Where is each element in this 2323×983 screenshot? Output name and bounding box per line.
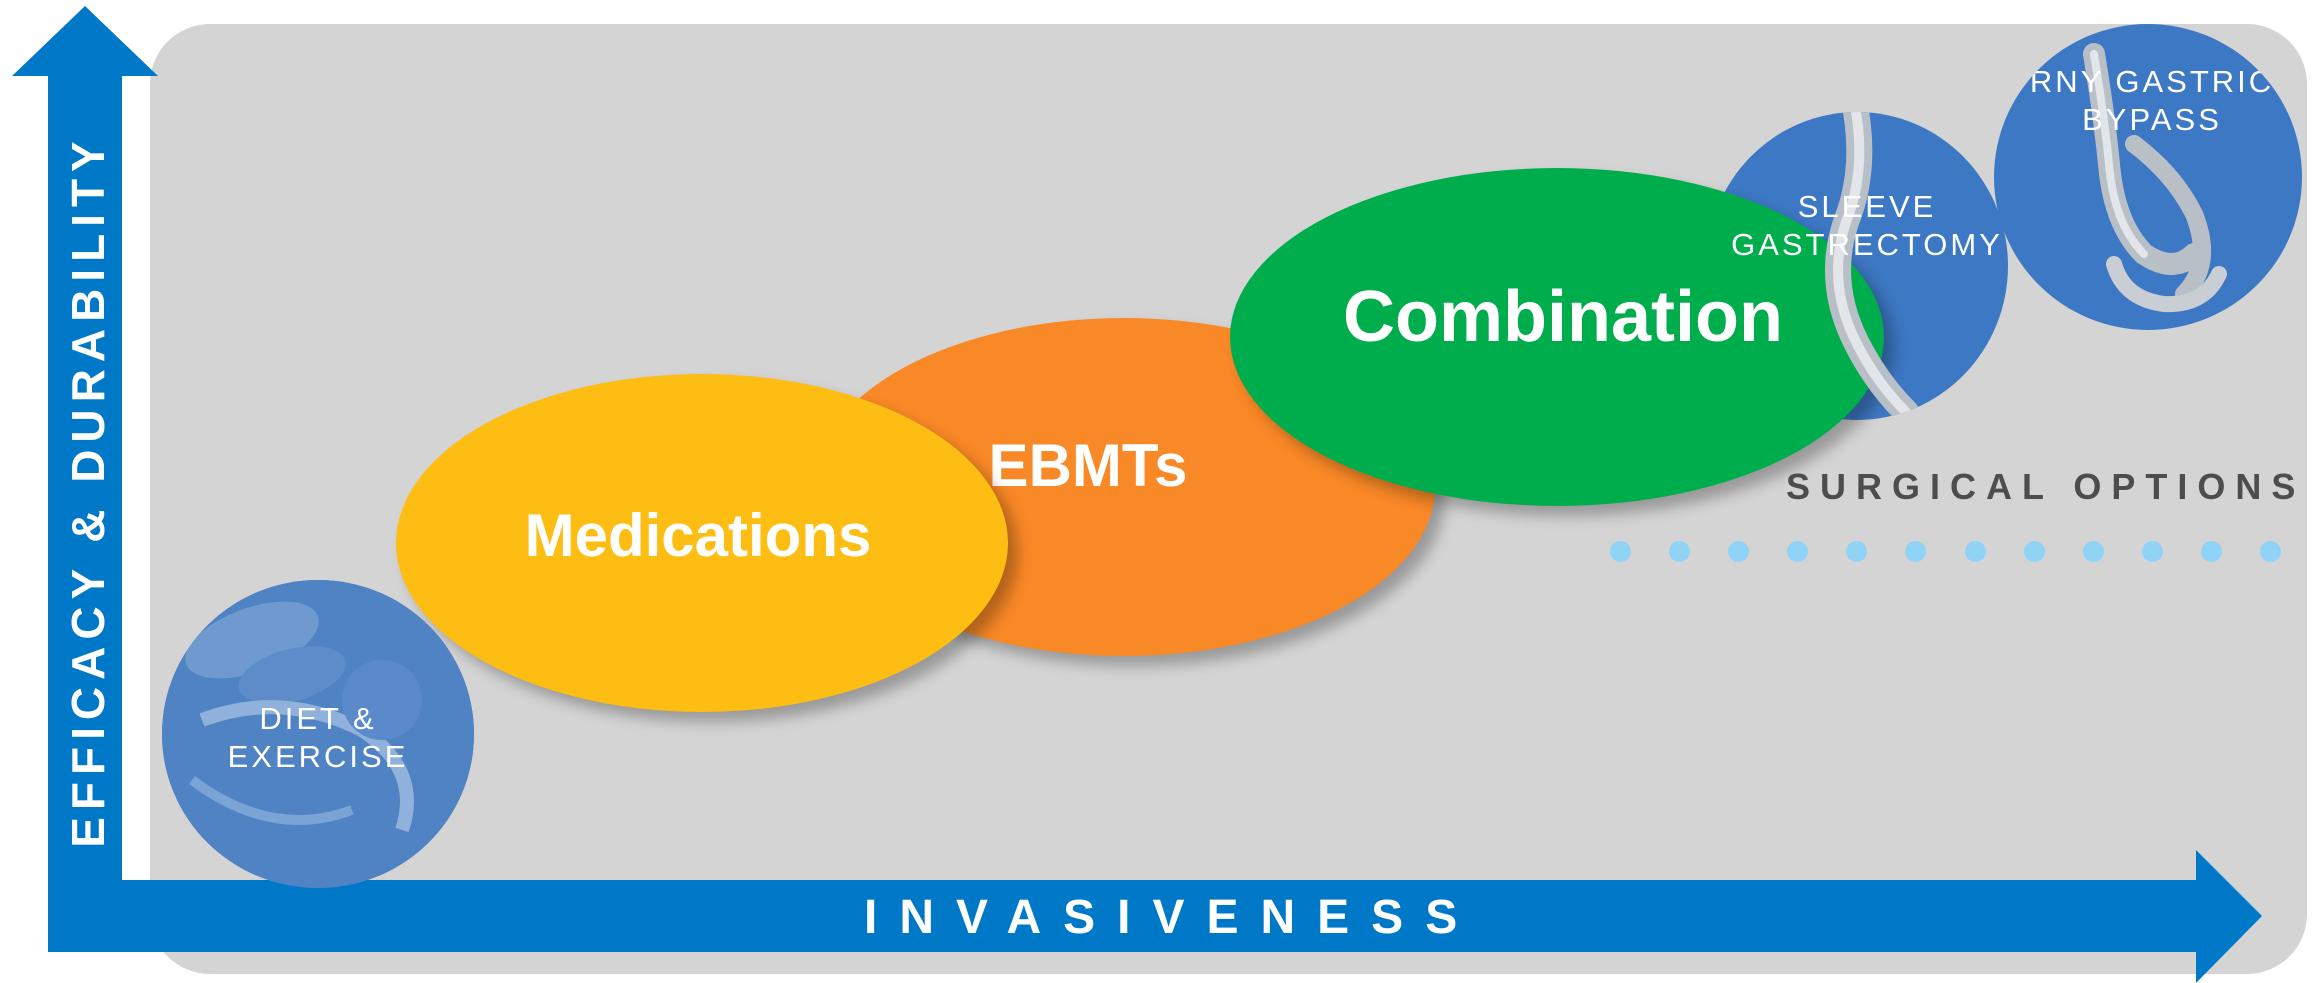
surgical-options-dot [2200,541,2222,562]
surgical-options-dot [1787,541,1809,562]
surgical-options-dot [2260,541,2281,562]
x-axis-arrowhead [2196,850,2262,983]
surgical-options-dot [1905,541,1927,562]
diet-exercise-image [162,580,474,888]
diet-exercise-circle: DIET & EXERCISE [162,580,474,888]
ebmts-label: EBMTs [988,431,1188,499]
surgical-options-dot [1964,541,1986,562]
surgical-options-dot [2141,541,2163,562]
combination-label: Combination [1343,277,1783,357]
surgical-options-dot [1610,541,1631,562]
medications-ellipse: Medications [396,374,1008,712]
diet-exercise-label: DIET & EXERCISE [227,701,409,774]
rny-gastric-bypass-circle: RNY GASTRIC BYPASS [1994,24,2302,330]
medications-label: Medications [524,501,872,569]
x-axis-label: INVASIVENESS [864,891,1480,944]
gastric-bypass-image [2083,43,2227,313]
y-axis-shaft [48,72,122,952]
surgical-options-dot [2082,541,2104,562]
rny-gastric-bypass-label: RNY GASTRIC BYPASS [2029,64,2275,137]
combination-ellipse: Combination [1230,168,1884,506]
y-axis-label: EFFICACY & DURABILITY [62,134,114,848]
surgical-options-label: SURGICAL OPTIONS [1786,466,2306,507]
sleeve-gastrectomy-label: SLEEVE GASTRECTOMY [1731,189,2003,262]
surgical-options-dot [1728,541,1750,562]
surgical-options-dot [1846,541,1868,562]
surgical-options-dots [1610,541,2281,565]
surgical-options-dot [1669,541,1691,562]
stomach-sleeve-image [1825,112,1919,420]
surgical-options-dot [2023,541,2045,562]
sleeve-gastrectomy-circle: SLEEVE GASTRECTOMY [1706,112,2008,420]
y-axis-arrowhead [12,6,158,76]
x-axis-shaft [48,880,2200,952]
